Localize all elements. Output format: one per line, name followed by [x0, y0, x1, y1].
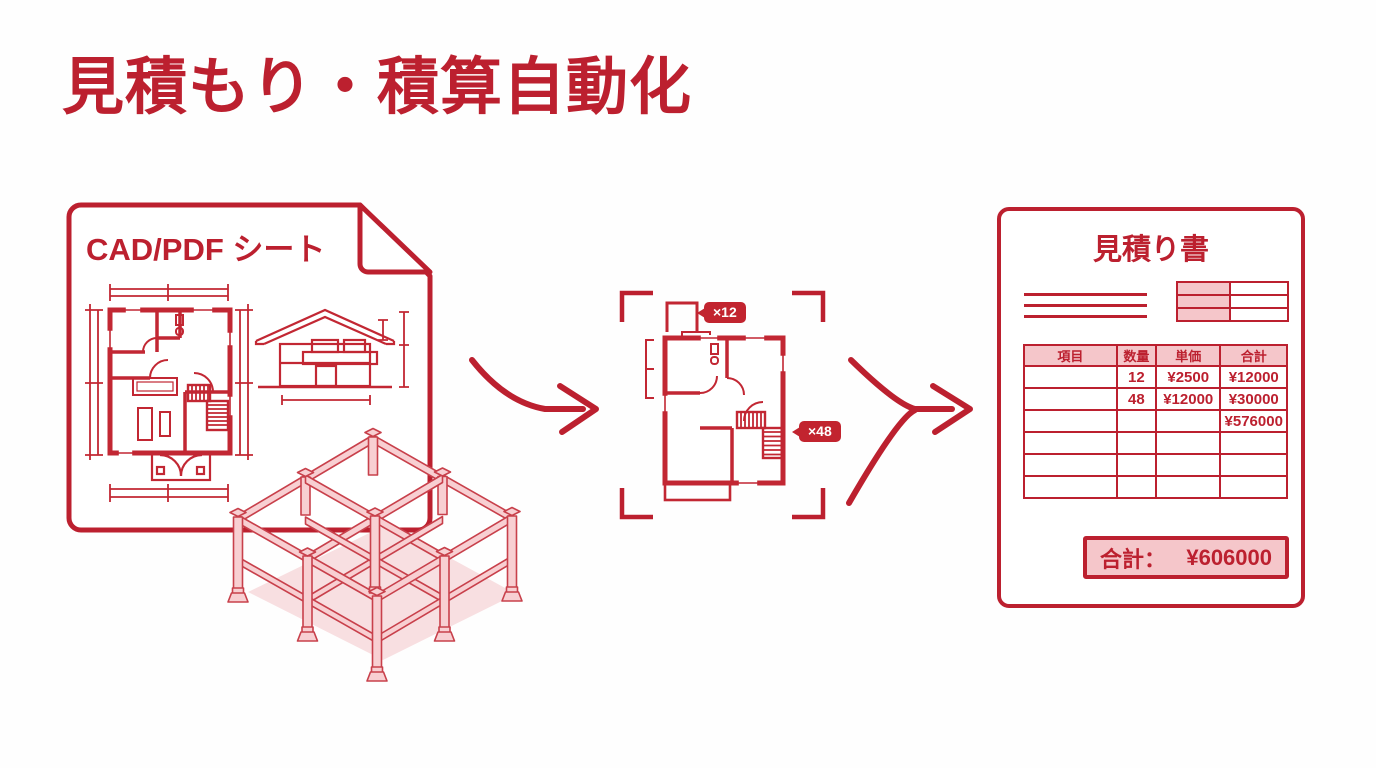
- cell-qty: 48: [1115, 387, 1158, 411]
- folded-corner-icon: [357, 202, 433, 275]
- column-caps: [229, 427, 521, 597]
- cell-total: ¥576000: [1219, 409, 1288, 433]
- estimate-table: 項目 数量 単価 合計 12 ¥2500 ¥12000 48 ¥12000 ¥3…: [1023, 344, 1288, 499]
- total-box: 合計： ¥606000: [1083, 536, 1289, 579]
- count-badge-x12: ×12: [697, 302, 746, 323]
- furniture: [132, 377, 178, 441]
- column-footings: [227, 586, 523, 682]
- mini-table-cell: [1229, 307, 1289, 322]
- cell-qty: [1115, 475, 1158, 499]
- flow-arrow-right-icon: [469, 357, 599, 435]
- cell-qty: 12: [1115, 365, 1158, 389]
- cell-total: [1219, 453, 1288, 477]
- floor-plan-drawing: [85, 284, 253, 502]
- cell-total: ¥12000: [1219, 365, 1288, 389]
- header-unit: 単価: [1154, 344, 1222, 367]
- header-item: 項目: [1023, 344, 1118, 367]
- total-value: ¥606000: [1186, 544, 1272, 570]
- cell-unit: [1154, 453, 1222, 477]
- cell-total: [1219, 475, 1288, 499]
- mini-table-cell: [1176, 294, 1231, 309]
- table-row: [1023, 475, 1288, 499]
- cell-total: ¥30000: [1219, 387, 1288, 411]
- count-badge-x48-label: ×48: [808, 423, 832, 439]
- cell-item: [1023, 475, 1118, 499]
- table-row: 48 ¥12000 ¥30000: [1023, 387, 1288, 411]
- cell-item: [1023, 387, 1118, 411]
- cell-unit: ¥12000: [1154, 387, 1222, 411]
- cell-unit: [1154, 409, 1222, 433]
- mini-table-cell: [1176, 307, 1231, 322]
- info-mini-table: [1176, 281, 1289, 322]
- cad-pdf-label: CAD/PDF シート: [86, 232, 326, 267]
- mini-table-cell: [1229, 281, 1289, 296]
- table-row: ¥576000: [1023, 409, 1288, 433]
- cell-qty: [1115, 453, 1158, 477]
- door-arcs: [142, 337, 214, 393]
- table-row: [1023, 453, 1288, 477]
- merge-arrow-icon: [846, 357, 973, 506]
- table-row: 12 ¥2500 ¥12000: [1023, 365, 1288, 389]
- house-elevation-drawing: [254, 308, 409, 405]
- cell-unit: [1154, 431, 1222, 455]
- detected-dimension-marks: [645, 339, 654, 399]
- elevation-dimensions: [281, 311, 409, 405]
- header-qty: 数量: [1115, 344, 1158, 367]
- cell-item: [1023, 431, 1118, 455]
- cell-qty: [1115, 409, 1158, 433]
- stairs: [186, 383, 230, 432]
- estimate-title: 見積り書: [1092, 234, 1209, 266]
- table-row: [1023, 431, 1288, 455]
- cell-item: [1023, 409, 1118, 433]
- address-lines: [1024, 293, 1147, 326]
- badge-tail-icon: [792, 426, 800, 437]
- entry-porch: [150, 451, 212, 482]
- estimate-table-header-row: 項目 数量 単価 合計: [1023, 344, 1288, 367]
- detected-stairs: [735, 410, 785, 460]
- structural-frame-3d: [227, 427, 523, 682]
- estimate-document: 見積り書 項目 数量 単価 合計 12 ¥2500 ¥12000: [997, 207, 1305, 608]
- detection-brackets: [619, 290, 826, 520]
- address-line: [1024, 315, 1147, 318]
- cell-item: [1023, 453, 1118, 477]
- cell-unit: ¥2500: [1154, 365, 1222, 389]
- cell-total: [1219, 431, 1288, 455]
- dimension-lines: [85, 284, 253, 502]
- cell-item: [1023, 365, 1118, 389]
- header-total: 合計: [1219, 344, 1288, 367]
- cell-qty: [1115, 431, 1158, 455]
- page-title: 見積もり・積算自動化: [62, 53, 693, 122]
- count-badge-x48: ×48: [792, 421, 841, 442]
- badge-tail-icon: [697, 307, 705, 318]
- count-badge-x12-label: ×12: [713, 304, 737, 320]
- address-line: [1024, 304, 1147, 307]
- cell-unit: [1154, 475, 1222, 499]
- total-label: 合計：: [1100, 546, 1167, 572]
- mini-table-cell: [1229, 294, 1289, 309]
- detected-floor-plan: [645, 301, 786, 502]
- mini-table-cell: [1176, 281, 1231, 296]
- address-line: [1024, 293, 1147, 296]
